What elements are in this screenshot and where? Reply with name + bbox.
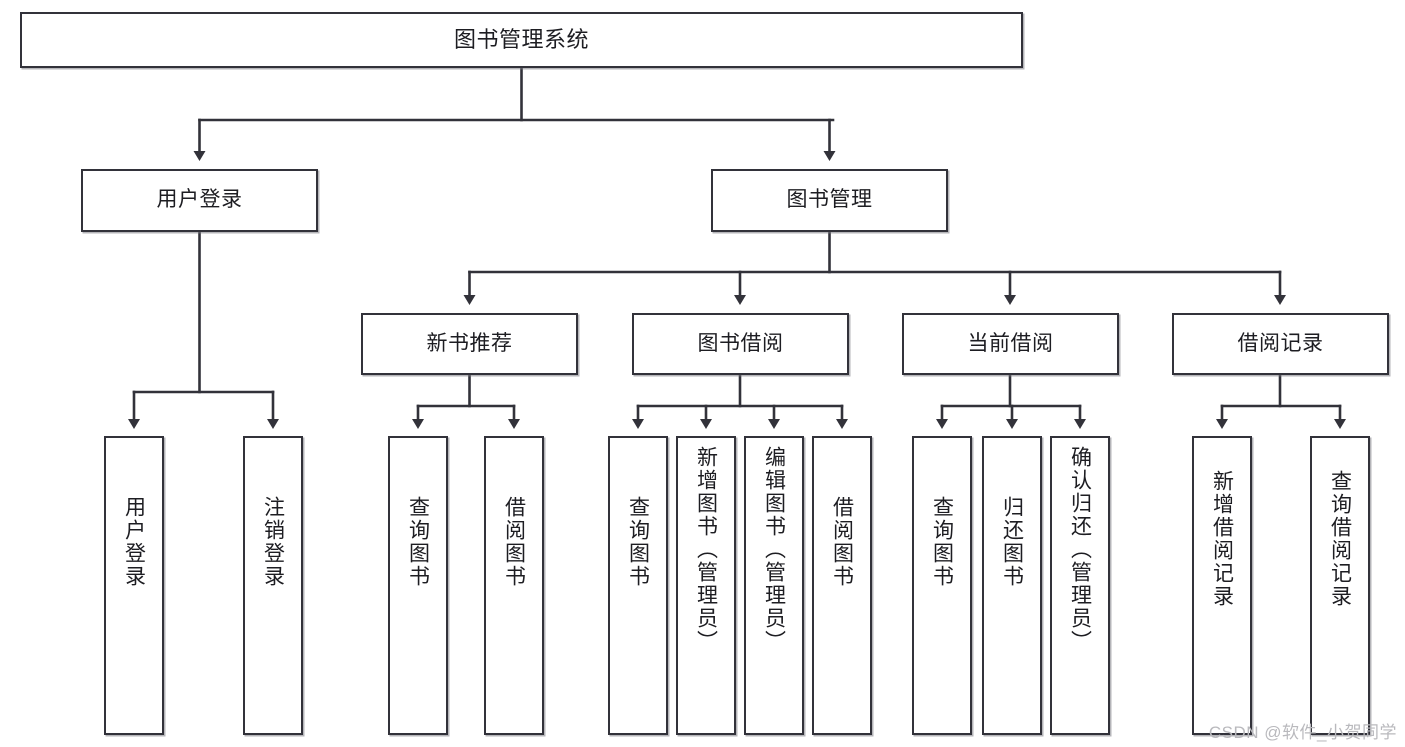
leaf-query-book-borrow-label: 查询图书 (626, 496, 650, 588)
leaf-add-borrow-record-label: 新增借阅记录 (1210, 470, 1234, 608)
leaf-confirm-return-admin-label: 确认归还（管理员） (1068, 446, 1092, 653)
node-current-borrow[interactable]: 当前借阅 (902, 313, 1119, 375)
node-root-label: 图书管理系统 (453, 27, 589, 53)
leaf-return-book[interactable]: 归还图书 (982, 436, 1042, 735)
leaf-query-book-newbook[interactable]: 查询图书 (388, 436, 448, 735)
node-user-login-label: 用户登录 (156, 188, 243, 212)
node-current-borrow-label: 当前借阅 (967, 331, 1054, 355)
leaf-borrow-book-borrow-label: 借阅图书 (830, 496, 854, 588)
node-book-management[interactable]: 图书管理 (711, 169, 948, 232)
leaf-edit-book-admin[interactable]: 编辑图书（管理员） (744, 436, 804, 735)
node-book-borrow[interactable]: 图书借阅 (632, 313, 849, 375)
node-new-book-recommend[interactable]: 新书推荐 (361, 313, 578, 375)
watermark: CSDN @软件_小贺同学 (1208, 723, 1397, 742)
leaf-logout-label: 注销登录 (261, 496, 285, 588)
leaf-add-book-admin-label: 新增图书（管理员） (694, 446, 718, 653)
leaf-query-book-current[interactable]: 查询图书 (912, 436, 972, 735)
leaf-add-book-admin[interactable]: 新增图书（管理员） (676, 436, 736, 735)
node-borrow-record-label: 借阅记录 (1237, 331, 1324, 355)
node-book-management-label: 图书管理 (786, 188, 873, 212)
leaf-return-book-label: 归还图书 (1000, 496, 1024, 588)
leaf-user-login[interactable]: 用户登录 (104, 436, 164, 735)
node-book-borrow-label: 图书借阅 (697, 331, 784, 355)
leaf-query-book-borrow[interactable]: 查询图书 (608, 436, 668, 735)
leaf-query-book-current-label: 查询图书 (930, 496, 954, 588)
leaf-borrow-book-newbook-label: 借阅图书 (502, 496, 526, 588)
leaf-add-borrow-record[interactable]: 新增借阅记录 (1192, 436, 1252, 735)
leaf-query-book-newbook-label: 查询图书 (406, 496, 430, 588)
leaf-edit-book-admin-label: 编辑图书（管理员） (762, 446, 786, 653)
leaf-query-borrow-record[interactable]: 查询借阅记录 (1310, 436, 1370, 735)
node-new-book-recommend-label: 新书推荐 (426, 331, 513, 355)
leaf-logout[interactable]: 注销登录 (243, 436, 303, 735)
leaf-confirm-return-admin[interactable]: 确认归还（管理员） (1050, 436, 1110, 735)
node-root[interactable]: 图书管理系统 (20, 12, 1023, 68)
leaf-user-login-label: 用户登录 (122, 496, 146, 588)
node-user-login[interactable]: 用户登录 (81, 169, 318, 232)
leaf-borrow-book-newbook[interactable]: 借阅图书 (484, 436, 544, 735)
leaf-query-borrow-record-label: 查询借阅记录 (1328, 470, 1352, 608)
leaf-borrow-book-borrow[interactable]: 借阅图书 (812, 436, 872, 735)
node-borrow-record[interactable]: 借阅记录 (1172, 313, 1389, 375)
